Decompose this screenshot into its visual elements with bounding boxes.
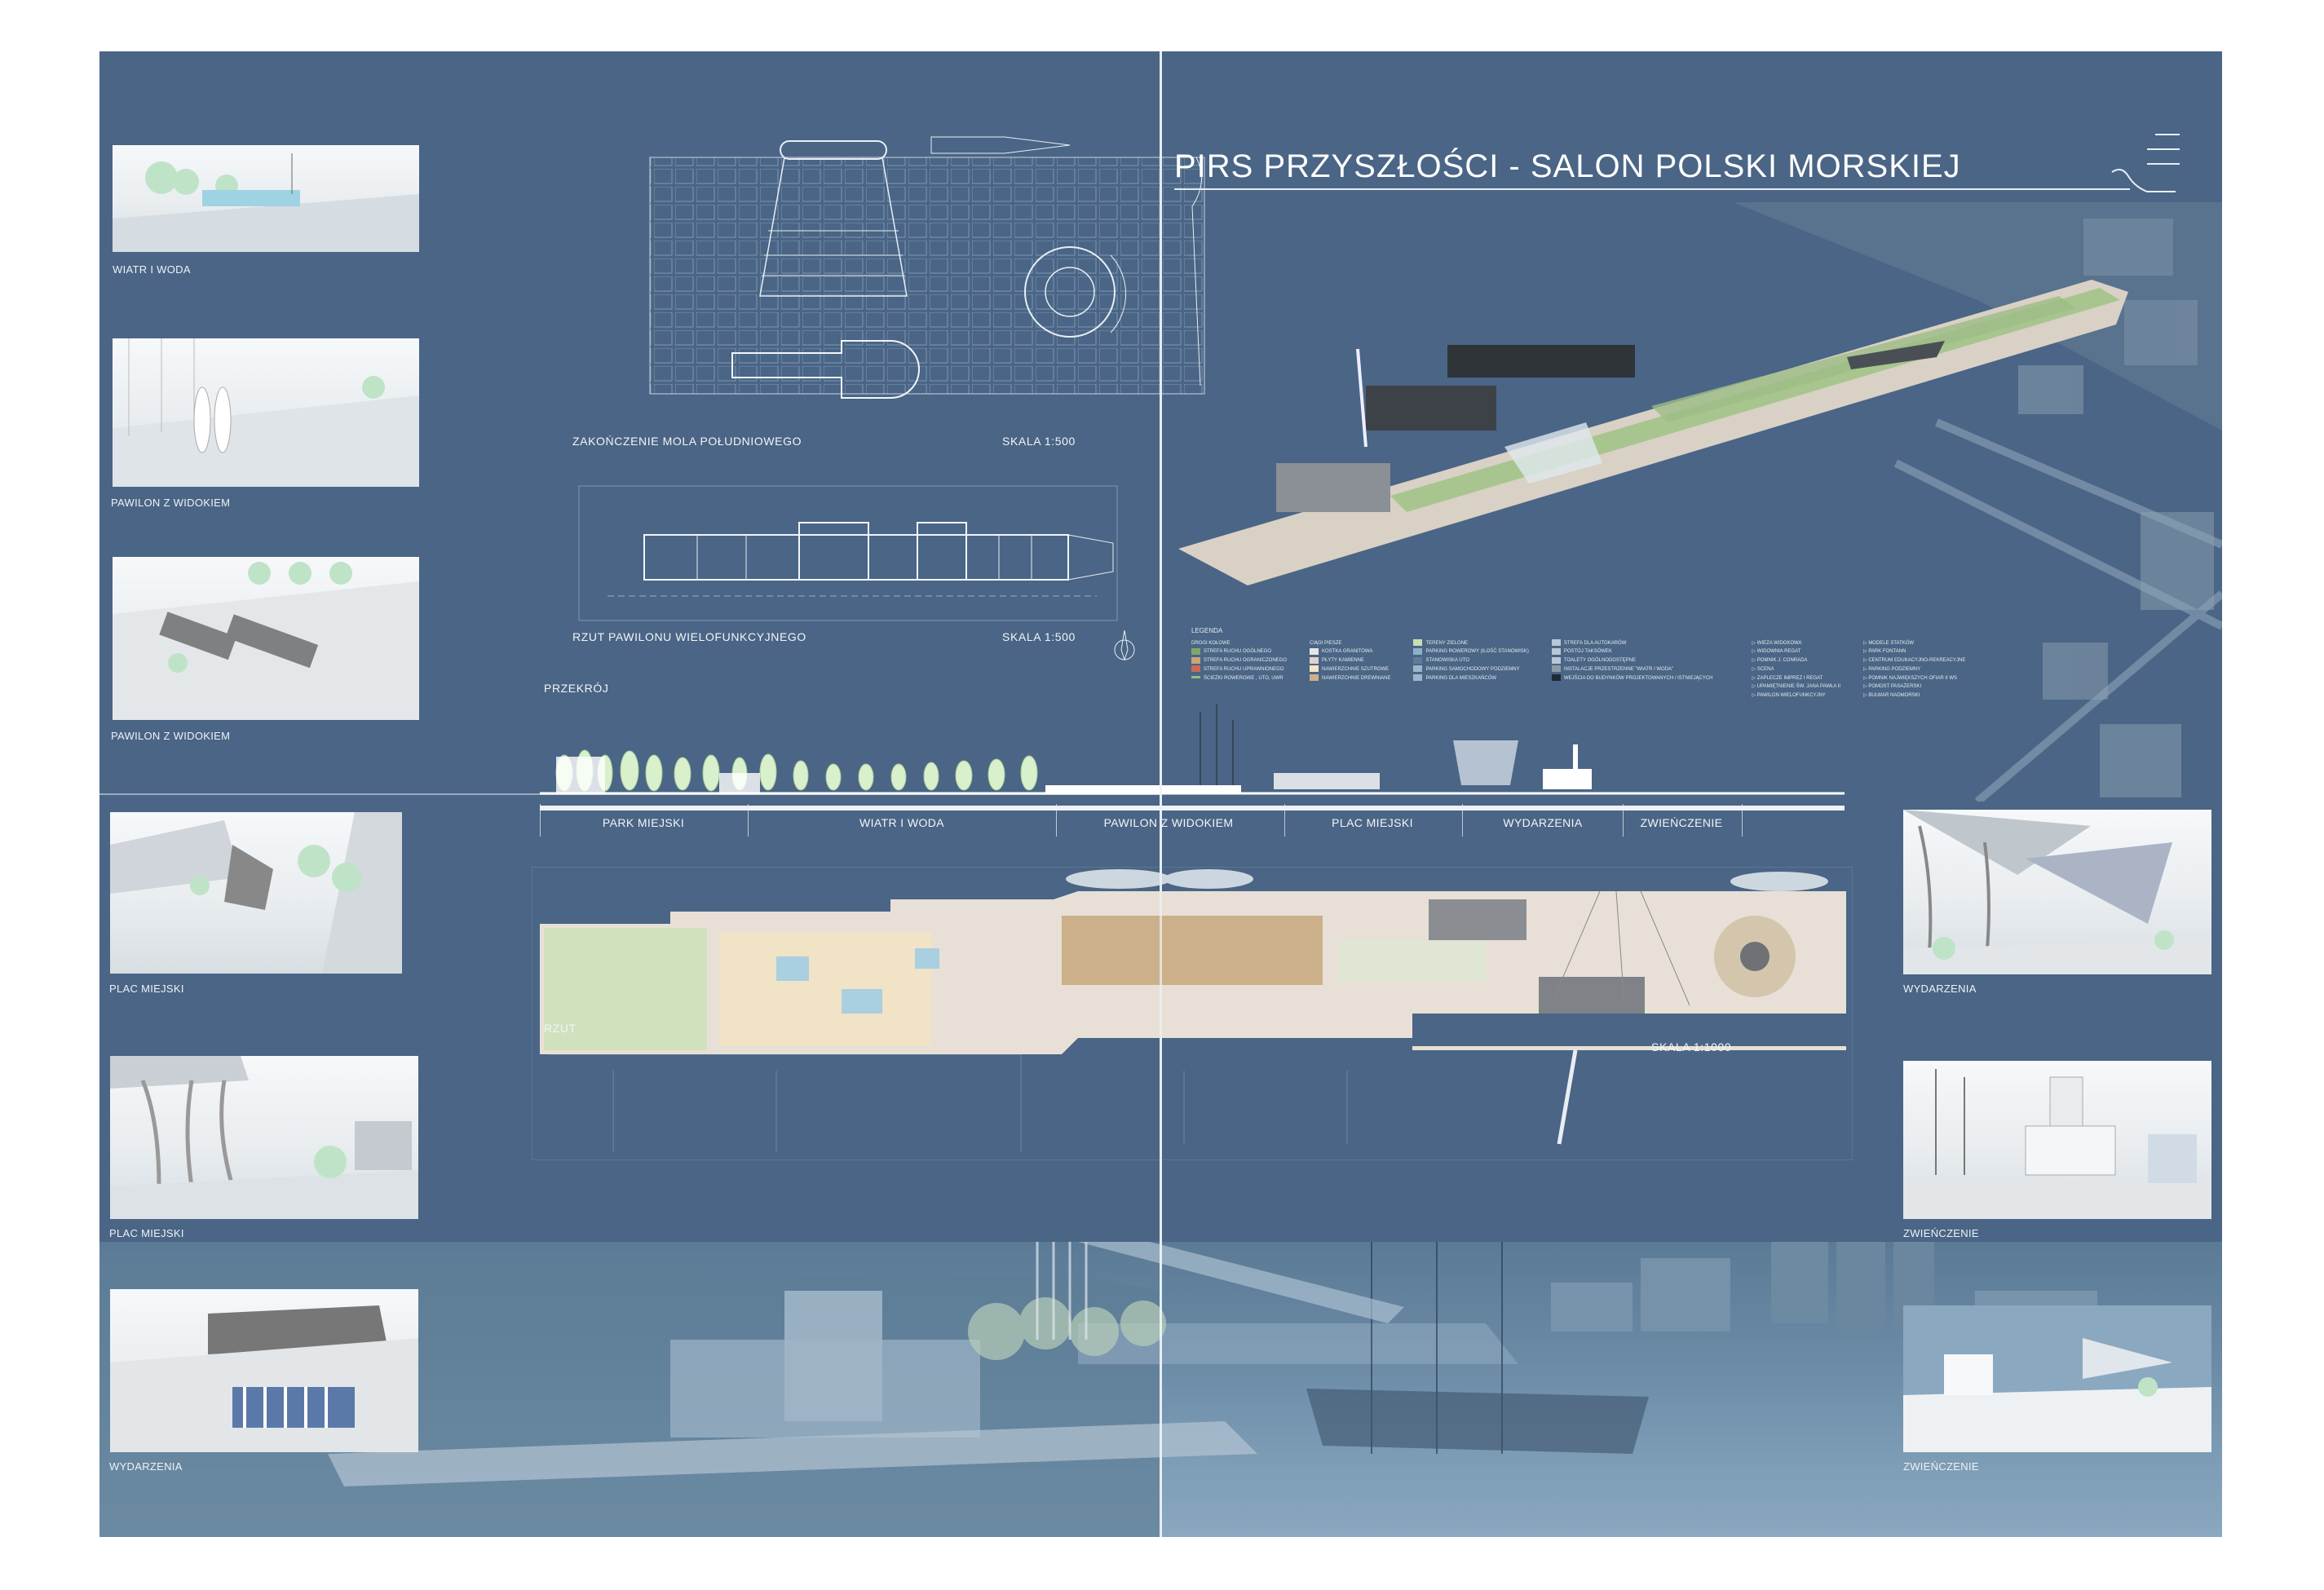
render-city-square-1 — [110, 812, 402, 974]
legend-green: TERENY ZIELONE PARKING ROWEROWY (ILOŚĆ S… — [1413, 639, 1529, 700]
legend-header: DROGI KOŁOWE — [1191, 640, 1230, 646]
thumb-label: PAWILON Z WIDOKIEM — [111, 730, 231, 742]
thumb-label: WYDARZENIA — [1903, 983, 1977, 995]
main-plan-scale: SKALA 1:1000 — [1651, 1040, 1732, 1053]
section-drawing — [540, 696, 1845, 810]
legend-item: KOSTKA GRANITOWA — [1310, 647, 1390, 656]
thumb-label: ZWIEŃCZENIE — [1903, 1227, 1979, 1239]
thumb-label: PLAC MIEJSKI — [109, 1227, 184, 1239]
legend-item: STREFA RUCHU UPRAWNIONEGO — [1191, 665, 1287, 674]
legend-item: STREFA DLA AUTOKARÓW — [1551, 639, 1713, 648]
legend-item: TOALETY OGÓLNODOSTĘPNE — [1551, 656, 1713, 665]
pavilion-plan-scale: SKALA 1:500 — [1002, 630, 1076, 643]
page-title: PIRS PRZYSZŁOŚCI - SALON POLSKI MORSKIEJ — [1174, 148, 1961, 184]
zone-label: PLAC MIEJSKI — [1332, 816, 1413, 829]
poster-board: PIRS PRZYSZŁOŚCI - SALON POLSKI MORSKIEJ… — [99, 51, 2222, 1537]
legend-item: ▷ MODELE STATKÓW — [1863, 640, 1915, 646]
render-culmination-2 — [1903, 1305, 2211, 1452]
render-events-right — [1903, 810, 2211, 974]
legend-item: ▷ UPAMIĘTNIENIE ŚW. JANA PAWŁA II — [1752, 684, 1841, 690]
legend-item: ▷ PARKING PODZIEMNY — [1863, 666, 1921, 672]
section-zone-bar — [540, 806, 1845, 810]
legend-item: PŁYTY KAMIENNE — [1310, 656, 1390, 665]
legend-item: NAWIERZCHNIE DREWNIANE — [1310, 674, 1390, 683]
section-title: PRZEKRÓJ — [544, 682, 609, 695]
legend-item: NAWIERZCHNIE SZUTROWE — [1310, 665, 1390, 674]
legend-item: WEJŚCIA DO BUDYNKÓW PROJEKTOWANYCH / IST… — [1551, 674, 1713, 683]
legend-item: ▷ PAWILON WIELOFUNKCYJNY — [1752, 692, 1826, 698]
render-events — [110, 1289, 418, 1452]
title-underline — [1174, 188, 2130, 190]
legend-item: ▷ CENTRUM EDUKACYJNO-REKREACYJNE — [1863, 658, 1966, 664]
legend-item: POSTÓJ TAKSÓWEK — [1551, 647, 1713, 656]
legend-item: INSTALACJE PRZESTRZENNE "WIATR I WODA" — [1551, 665, 1713, 674]
pavilion-plan-title: RZUT PAWILONU WIELOFUNKCYJNEGO — [572, 630, 806, 643]
pier-end-plan-scale: SKALA 1:500 — [1002, 435, 1076, 448]
render-culmination-1 — [1903, 1061, 2211, 1219]
thumb-label: PLAC MIEJSKI — [109, 983, 184, 995]
legend-item: ▷ WIDOWNIA REGAT — [1752, 649, 1801, 655]
aerial-view — [1162, 202, 2222, 802]
legend-item: ▷ POMNIK NAJWIĘKSZYCH OFIAR II WS — [1863, 675, 1957, 681]
legend-item: TERENY ZIELONE — [1413, 639, 1528, 648]
main-site-plan — [531, 866, 1853, 1161]
zone-label: ZWIEŃCZENIE — [1640, 816, 1723, 829]
legend-item: STANOWISKA UTO — [1413, 656, 1528, 665]
render-pavilion-view-2 — [113, 557, 419, 720]
legend-item: STREFA RUCHU OGÓLNEGO — [1191, 647, 1287, 656]
pier-end-plan-title: ZAKOŃCZENIE MOLA POŁUDNIOWEGO — [572, 435, 802, 448]
thumb-label: PAWILON Z WIDOKIEM — [111, 497, 231, 509]
legend: LEGENDA DROGI KOŁOWE STREFA RUCHU OGÓLNE… — [1191, 627, 1965, 700]
thumb-label: WYDARZENIA — [109, 1460, 183, 1473]
legend-item: ŚCIEŻKI ROWEROWE , UTO, UWR — [1191, 674, 1287, 683]
legend-item: ▷ PARK FONTANN — [1863, 649, 1906, 655]
render-wind-and-water — [113, 145, 419, 252]
wave-logo-icon — [2111, 134, 2180, 192]
legend-header: CIĄGI PIESZE — [1310, 640, 1342, 646]
legend-landmarks-a: ▷ WIEŻA WIDOKOWA ▷ WIDOWNIA REGAT ▷ POMN… — [1752, 639, 1841, 700]
legend-item: STREFA RUCHU OGRANICZONEGO — [1191, 656, 1287, 665]
render-city-square-2 — [110, 1056, 418, 1219]
legend-item: ▷ WIEŻA WIDOKOWA — [1752, 640, 1802, 646]
pier-end-plan-drawing — [548, 133, 1225, 435]
legend-item: ▷ SCENA — [1752, 666, 1774, 672]
section-zone-labels: PARK MIEJSKI WIATR I WODA PAWILON Z WIDO… — [540, 804, 1845, 841]
legend-paths: CIĄGI PIESZE KOSTKA GRANITOWA PŁYTY KAMI… — [1310, 639, 1390, 700]
legend-item: PARKING ROWEROWY (ILOŚĆ STANOWISK) — [1413, 647, 1529, 656]
zone-label: PAWILON Z WIDOKIEM — [1103, 816, 1234, 829]
legend-item: ▷ ZAPLECZE IMPREZ I REGAT — [1752, 675, 1823, 681]
pavilion-plan-drawing — [575, 482, 1219, 625]
legend-item: ▷ BULWAR NADMORSKI — [1863, 692, 1920, 698]
legend-item: ▷ POMNIK J. CONRADA — [1752, 658, 1808, 664]
thumb-label: WIATR I WODA — [113, 263, 191, 276]
main-plan-title: RZUT — [544, 1022, 577, 1035]
north-arrow-icon — [1114, 630, 1135, 661]
zone-label: PARK MIEJSKI — [602, 816, 685, 829]
render-pavilion-view-1 — [113, 338, 419, 487]
legend-item: PARKING DLA MIESZKAŃCÓW — [1413, 674, 1528, 683]
legend-landmarks-b: ▷ MODELE STATKÓW ▷ PARK FONTANN ▷ CENTRU… — [1863, 639, 1965, 700]
legend-title: LEGENDA — [1191, 627, 1223, 634]
legend-services: STREFA DLA AUTOKARÓW POSTÓJ TAKSÓWEK TOA… — [1551, 639, 1713, 700]
zone-label: WYDARZENIA — [1503, 816, 1583, 829]
legend-roads: DROGI KOŁOWE STREFA RUCHU OGÓLNEGO STREF… — [1191, 639, 1287, 700]
zone-label: WIATR I WODA — [859, 816, 945, 829]
panel-divider-vertical-front — [1160, 51, 1162, 1537]
legend-item: ▷ POMOST PASAŻERSKI — [1863, 684, 1922, 690]
thumb-label: ZWIEŃCZENIE — [1903, 1460, 1979, 1473]
legend-item: PARKING SAMOCHODOWY PODZIEMNY — [1413, 665, 1528, 674]
